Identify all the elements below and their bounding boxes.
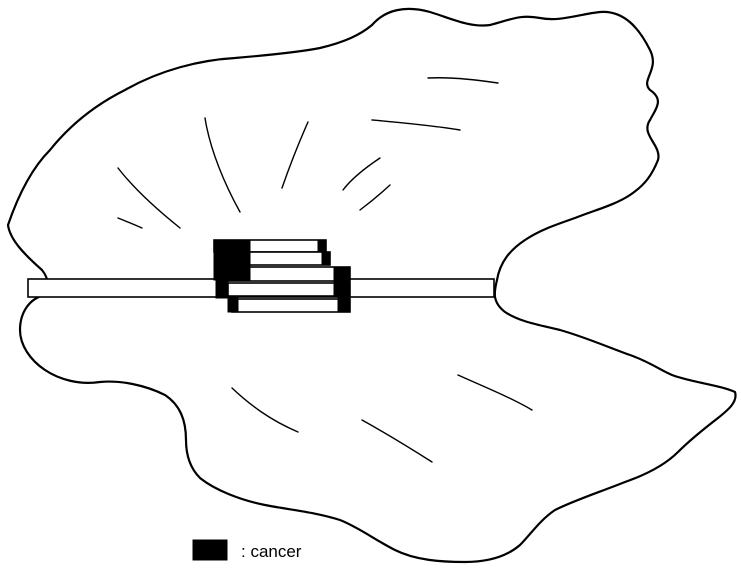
- cancer-area: [216, 280, 228, 298]
- section-slice: [232, 299, 350, 312]
- section-slice: [228, 283, 350, 296]
- cancer-area: [214, 240, 250, 280]
- cancer-area: [228, 296, 238, 312]
- legend-label: : cancer: [241, 542, 302, 561]
- cancer-area: [334, 267, 350, 296]
- legend-swatch: [193, 540, 227, 560]
- cancer-area: [322, 252, 330, 265]
- cancer-area: [338, 296, 350, 312]
- cancer-area: [318, 240, 326, 252]
